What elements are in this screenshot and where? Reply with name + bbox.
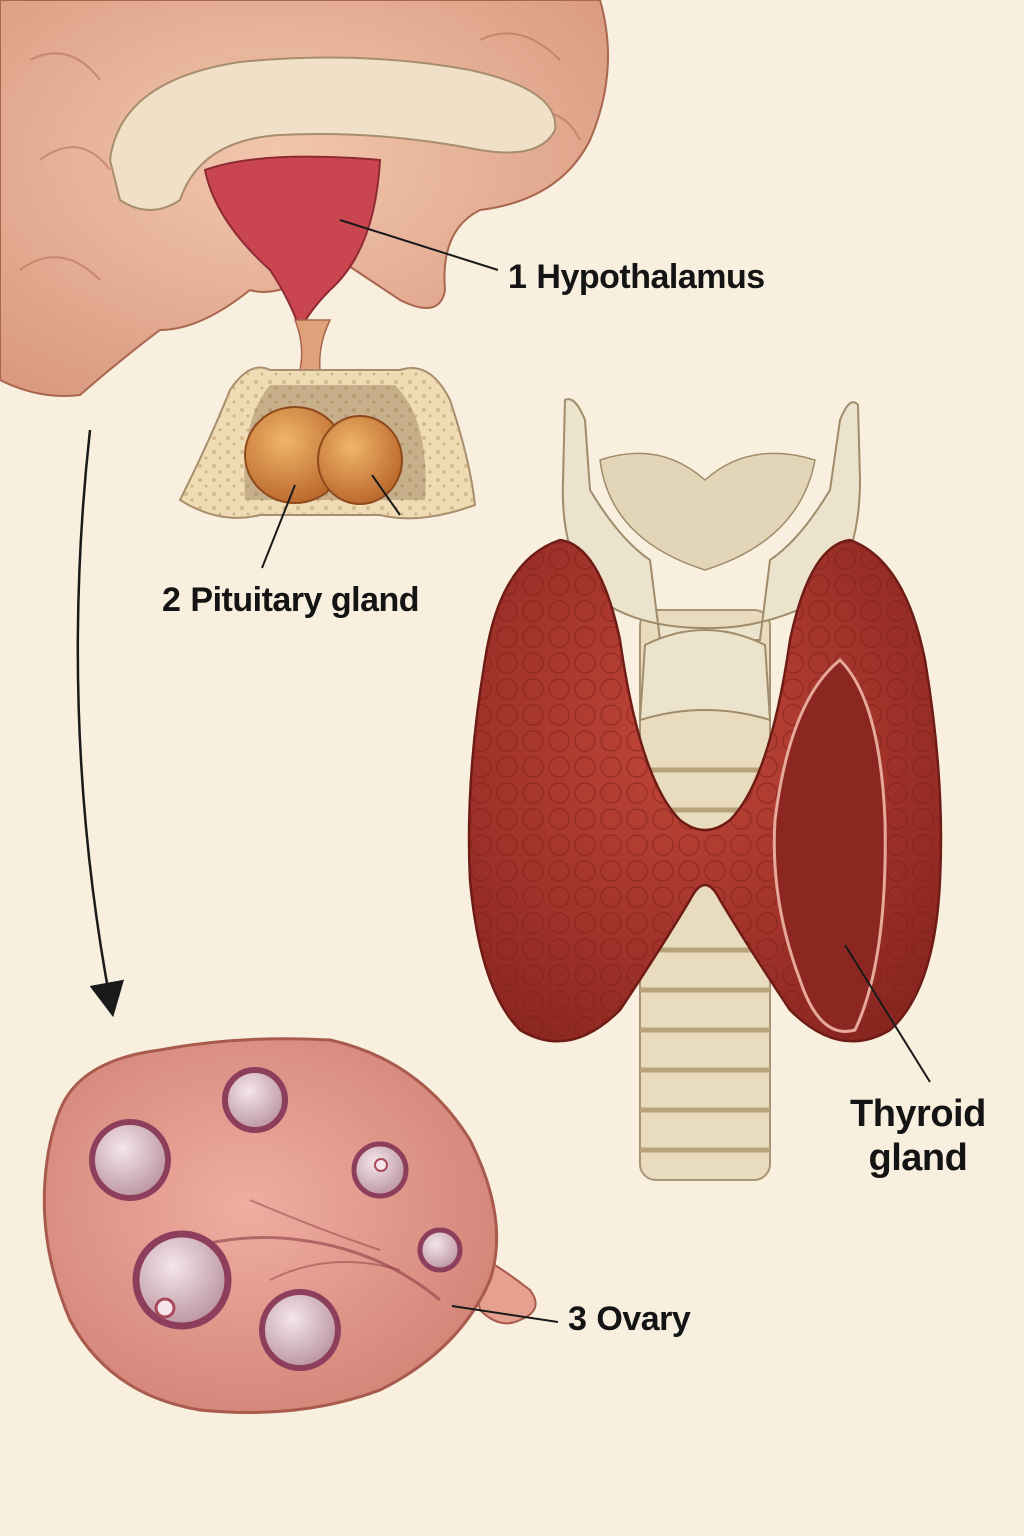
thyroid-gland-shape <box>467 538 943 1043</box>
ovarian-follicles <box>89 1067 463 1371</box>
brain-section <box>0 0 609 520</box>
ovary-text: Ovary <box>596 1300 691 1338</box>
larynx-trachea <box>561 398 862 1181</box>
hypothalamus-text: Hypothalamus <box>536 258 765 296</box>
ovary-number: 3 <box>568 1300 587 1338</box>
ovary-shape <box>42 1037 537 1414</box>
thyroid-leader <box>844 944 931 1083</box>
thyroid-text-line1: Thyroid <box>850 1093 986 1135</box>
pituitary-number: 2 <box>162 581 181 619</box>
thyroid-text-line2: gland <box>868 1137 968 1179</box>
pituitary-text: Pituitary gland <box>190 581 420 619</box>
ovary-leader <box>451 1305 559 1323</box>
flow-arrow <box>76 429 125 1018</box>
hypothalamus-shape <box>203 155 382 333</box>
pituitary-leader-1 <box>261 484 296 569</box>
trachea <box>639 609 771 1181</box>
pituitary-gland-shape <box>244 406 403 505</box>
pituitary-leader-2 <box>371 474 401 516</box>
hypothalamus-leader <box>339 219 499 271</box>
hypothalamus-number: 1 <box>508 258 527 296</box>
thyroid-label: Thyroid gland <box>850 1092 986 1180</box>
